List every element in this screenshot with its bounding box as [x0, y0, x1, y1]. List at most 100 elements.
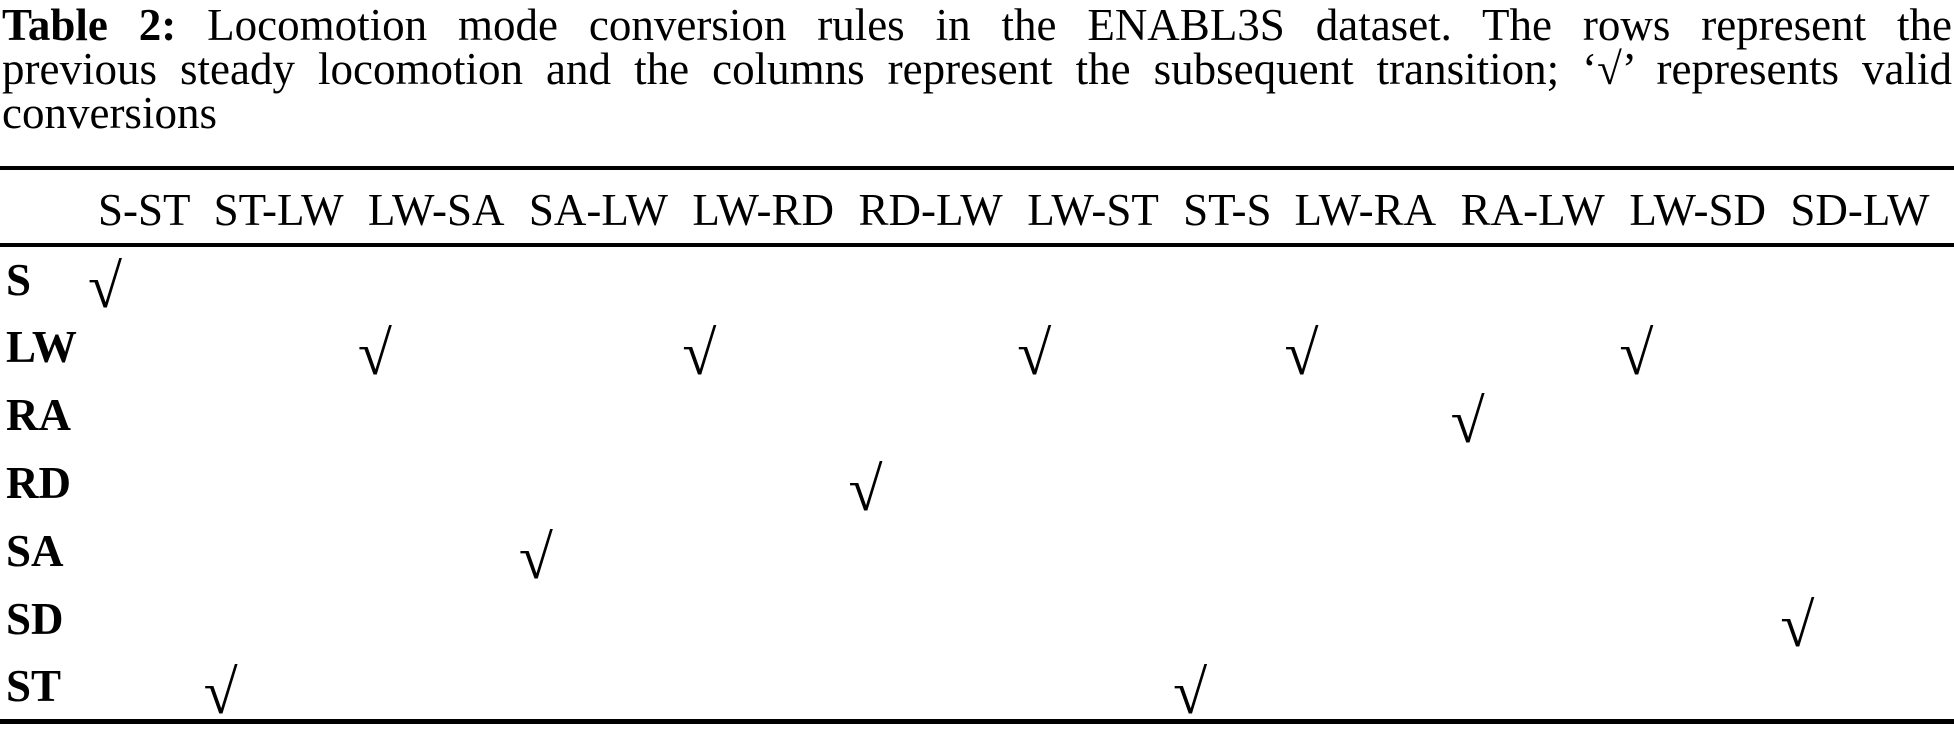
cell-lw-sd-lw: [1790, 313, 1954, 381]
cell-lw-ra-lw: [1461, 313, 1630, 381]
cell-rd-st-s: [1183, 449, 1294, 517]
cell-sd-lw-sa: [368, 585, 529, 653]
cell-sd-ra-lw: [1461, 585, 1630, 653]
cell-s-rd-lw: [859, 245, 1028, 313]
column-header-lw-ra: LW-RA: [1294, 168, 1461, 247]
row-label-sd: SD: [6, 594, 64, 644]
caption-line-3: conversions: [2, 88, 217, 138]
cell-st-sa-lw: [529, 653, 693, 721]
row-label-lw: LW: [6, 322, 77, 372]
cell-rd-lw-sd: [1629, 449, 1790, 517]
cell-s-sd-lw: [1790, 245, 1954, 313]
column-header-lw-rd: LW-RD: [692, 168, 859, 247]
table-row-st: ST √ √: [0, 653, 1954, 727]
cell-s-lw-sa: [368, 245, 529, 313]
cell-lw-s-st: [98, 313, 214, 381]
table-body: S√LW√√√√√RA√RD√SA√SD√ST√√: [0, 245, 1954, 727]
column-header-st-s: ST-S: [1183, 168, 1295, 247]
cell-sa-st-lw: [214, 517, 368, 585]
caption-table-label: Table 2:: [2, 0, 177, 50]
cell-rd-lw-sa: [368, 449, 529, 517]
cell-ra-s-st: [98, 381, 214, 449]
cell-lw-rd-lw: [859, 313, 1028, 381]
column-header-lw-sd: LW-SD: [1629, 168, 1791, 247]
cell-lw-st-lw: [214, 313, 368, 381]
cell-sd-s-st: [98, 585, 214, 653]
cell-lw-lw-sd: √: [1619, 320, 1654, 388]
cell-ra-sd-lw: [1790, 381, 1954, 449]
cell-rd-sa-lw: [529, 449, 693, 517]
cell-st-rd-lw: [859, 653, 1028, 721]
cell-rd-st-lw: [214, 449, 368, 517]
cell-ra-st-lw: [214, 381, 368, 449]
cell-lw-lw-rd: √: [682, 320, 717, 388]
cell-ra-rd-lw: [859, 381, 1028, 449]
cell-sa-lw-rd: [692, 517, 858, 585]
table-row-sd: SD √: [0, 585, 1954, 660]
cell-st-lw-sa: [368, 653, 529, 721]
row-label-s: S: [6, 255, 32, 305]
table-row-lw: LW√√√√√: [0, 313, 1954, 388]
cell-st-st-s: √: [1173, 658, 1208, 727]
row-label-sa: SA: [6, 526, 64, 576]
cell-lw-lw-ra: √: [1284, 320, 1319, 388]
table-row-ra: RA√: [0, 381, 1954, 453]
caption-line-1: Table 2: Locomotion mode conversion rule…: [2, 0, 1952, 50]
cell-s-lw-ra: [1295, 245, 1461, 313]
cell-rd-ra-lw: [1461, 449, 1630, 517]
cell-ra-st-s: [1183, 381, 1294, 449]
cell-st-lw-rd: [692, 653, 858, 721]
cell-s-s-st: √: [88, 253, 123, 321]
cell-rd-lw-rd: [692, 449, 858, 517]
cell-s-lw-sd: [1629, 245, 1790, 313]
cell-s-ra-lw: [1461, 245, 1630, 313]
cell-rd-lw-st: [1027, 449, 1183, 517]
cell-rd-s-st: [98, 449, 214, 517]
cell-lw-st-s: [1183, 313, 1294, 381]
cell-s-st-lw: [214, 245, 368, 313]
column-header-lw-st: LW-ST: [1027, 168, 1184, 247]
cell-ra-lw-sd: [1629, 381, 1790, 449]
cell-st-sd-lw: [1790, 653, 1954, 721]
cell-sd-lw-ra: [1295, 585, 1461, 653]
cell-s-lw-st: [1027, 245, 1183, 313]
cell-sd-sd-lw: √: [1780, 592, 1815, 660]
row-label-st: ST: [6, 660, 62, 711]
cell-sa-lw-st: [1027, 517, 1183, 585]
caption-line-2: previous steady locomotion and the colum…: [2, 44, 1952, 94]
cell-rd-lw-ra: [1295, 449, 1461, 517]
cell-sd-sa-lw: [529, 585, 693, 653]
table-caption: Table 2: Locomotion mode conversion rule…: [0, 0, 1954, 138]
column-header-lw-sa: LW-SA: [367, 168, 529, 247]
cell-lw-lw-st: √: [1017, 320, 1052, 388]
table-row-s: S√: [0, 245, 1954, 321]
cell-ra-lw-st: [1027, 381, 1183, 449]
cell-ra-lw-ra: [1295, 381, 1461, 449]
cell-sa-st-s: [1183, 517, 1294, 585]
column-header-ra-lw: RA-LW: [1460, 168, 1630, 247]
cell-sa-lw-sd: [1629, 517, 1790, 585]
cell-s-sa-lw: [529, 245, 693, 313]
cell-sa-sa-lw: √: [518, 524, 553, 592]
cell-sd-lw-rd: [692, 585, 858, 653]
cell-sd-lw-st: [1027, 585, 1183, 653]
cell-st-st-lw: √: [203, 658, 238, 727]
column-header-st-lw: ST-LW: [213, 168, 368, 247]
cell-rd-sd-lw: [1790, 449, 1954, 517]
cell-ra-lw-sa: [368, 381, 529, 449]
cell-sd-st-s: [1183, 585, 1294, 653]
cell-lw-sa-lw: [529, 313, 693, 381]
table-row-rd: RD√: [0, 449, 1954, 521]
column-header-sd-lw: SD-LW: [1790, 168, 1954, 247]
cell-st-lw-sd: [1629, 653, 1790, 721]
corner-cell: [0, 168, 98, 247]
column-header-s-st: S-ST: [98, 168, 214, 247]
cell-sa-rd-lw: [859, 517, 1028, 585]
cell-sa-sd-lw: [1790, 517, 1954, 585]
cell-ra-lw-rd: [692, 381, 858, 449]
cell-sa-lw-ra: [1295, 517, 1461, 585]
cell-st-s-st: [98, 653, 214, 721]
